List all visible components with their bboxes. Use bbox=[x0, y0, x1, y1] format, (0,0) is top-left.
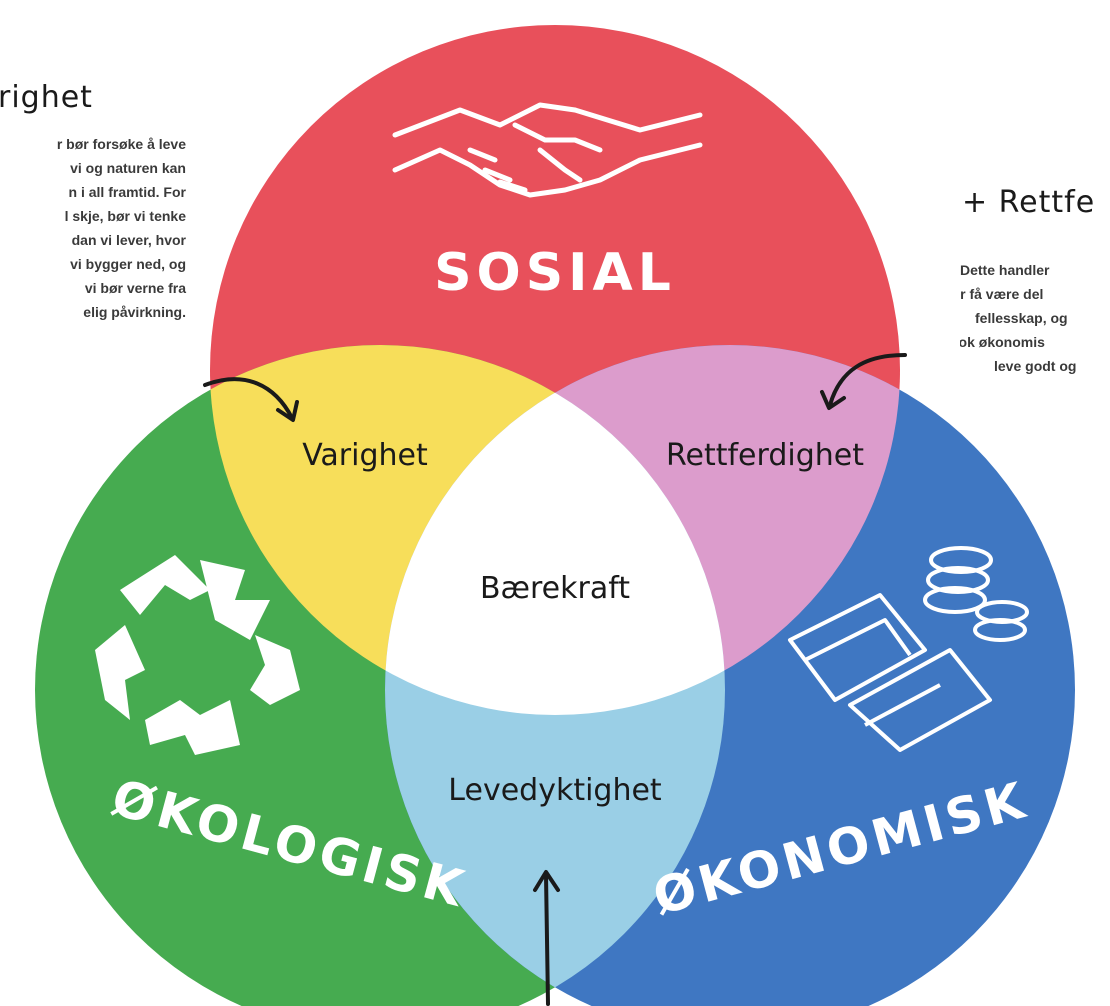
right-note-line: nok økonomis bbox=[960, 334, 1045, 350]
left-note-line: l skje, bør vi tenke bbox=[64, 208, 186, 224]
arrow-to-rettferdighet-head bbox=[820, 390, 846, 410]
right-note-text: Dette handler bør få være del fellesskap… bbox=[960, 258, 1110, 378]
right-note-line: bør få være del bbox=[960, 286, 1044, 302]
label-center: Bærekraft bbox=[480, 571, 630, 606]
label-sosial: SOSIAL bbox=[434, 243, 676, 303]
arrow-to-levedyktighet bbox=[544, 873, 550, 1006]
left-note-line: elig påvirkning. bbox=[83, 304, 186, 320]
label-levedyktighet: Levedyktighet bbox=[448, 773, 662, 808]
left-note-line: vi og naturen kan bbox=[70, 160, 186, 176]
left-note-title: righet bbox=[0, 80, 93, 115]
money-icon bbox=[788, 546, 1029, 752]
arrow-to-varighet bbox=[203, 377, 294, 420]
left-note-line: r bør forsøke å leve bbox=[56, 136, 186, 152]
label-varighet: Varighet bbox=[302, 438, 428, 473]
left-note-line: vi bør verne fra bbox=[84, 280, 186, 296]
arrow-to-levedyktighet-head bbox=[533, 870, 560, 892]
right-note-line: fellesskap, og bbox=[975, 310, 1068, 326]
left-note-line: n i all framtid. For bbox=[68, 184, 186, 200]
left-note-line: dan vi lever, hvor bbox=[71, 232, 186, 248]
overlap-center bbox=[385, 345, 725, 715]
recycle-icon bbox=[95, 555, 300, 755]
right-note-line: leve godt og bbox=[994, 358, 1077, 374]
handshake-icon bbox=[392, 102, 703, 198]
arrow-to-rettferdighet bbox=[828, 353, 907, 407]
left-note-text: r bør forsøke å leve vi og naturen kan n… bbox=[57, 132, 186, 324]
arrow-to-varighet-head bbox=[276, 400, 299, 422]
label-rettferdighet: Rettferdighet bbox=[666, 438, 864, 473]
right-note-title: + Rettfe bbox=[962, 185, 1096, 220]
right-note-line: Dette handler bbox=[960, 262, 1050, 278]
left-note-line: vi bygger ned, og bbox=[70, 256, 186, 272]
